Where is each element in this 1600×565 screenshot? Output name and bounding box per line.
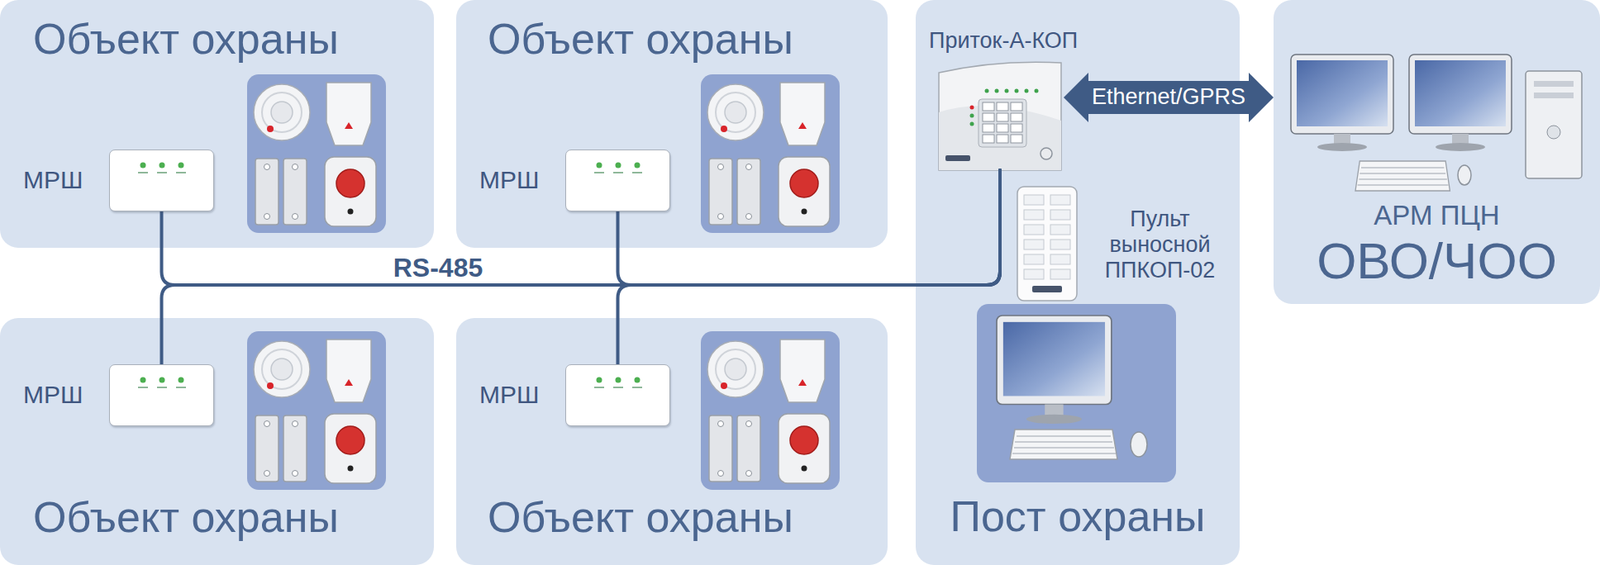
controller-box — [109, 149, 215, 212]
network-arrow — [1063, 72, 1274, 123]
node-title: Объект охраны — [33, 14, 339, 65]
connector-label: Ethernet/GPRS — [1091, 85, 1246, 110]
device-frame — [1017, 186, 1077, 301]
node-subtitle: ОВО/ЧОО — [1273, 231, 1600, 291]
status-leds — [109, 365, 215, 428]
bus-line — [618, 170, 1001, 286]
site-panel: Объект охраныМРШ — [0, 0, 434, 248]
controller-box — [565, 149, 671, 212]
node-title: Приток-А-КОП — [928, 28, 1078, 54]
sensor-tile — [700, 74, 840, 234]
workstation — [976, 304, 1177, 483]
monitoring-panel: АРМ ПЦНОВО/ЧОО — [1273, 0, 1600, 305]
node-title: МРШ — [23, 380, 84, 410]
node-title: Объект охраны — [487, 14, 794, 65]
controller-box — [565, 364, 671, 427]
node-title: МРШ — [479, 166, 540, 196]
status-leds — [566, 150, 672, 213]
node-title: АРМ ПЦН — [1273, 200, 1600, 232]
node-title: Объект охраны — [33, 493, 339, 543]
site-panel: Объект охраныМРШ — [456, 0, 888, 248]
connector-label: RS-485 — [393, 253, 484, 283]
remote-panel-device — [1017, 186, 1077, 301]
node-title: МРШ — [23, 166, 84, 196]
controller-node: МРШ — [23, 149, 215, 213]
site-panel: Объект охраны МРШ — [456, 318, 888, 565]
controller-node: МРШ — [479, 149, 672, 213]
node-title: Пульт выносной ППКОП-02 — [1083, 206, 1237, 284]
status-leds — [109, 150, 215, 213]
sensor-tile — [247, 331, 386, 491]
status-leds — [566, 365, 672, 428]
controller-node: МРШ — [479, 364, 672, 428]
site-panel: Объект охраны МРШ — [0, 318, 434, 565]
sensor-tile — [247, 74, 386, 234]
bus-line — [618, 170, 1001, 365]
remote-panel-node: Пульт выносной ППКОП-02 — [1017, 186, 1237, 303]
device-frame — [938, 62, 1062, 171]
controller-node: МРШ — [23, 364, 215, 428]
node-title: Пост охраны — [915, 492, 1240, 543]
node-title: Объект охраны — [487, 493, 794, 543]
workstation — [1290, 54, 1582, 191]
controller-box — [109, 364, 215, 427]
sensor-tile — [700, 331, 840, 491]
node-title: МРШ — [479, 380, 540, 410]
control-panel-device — [938, 61, 1062, 171]
